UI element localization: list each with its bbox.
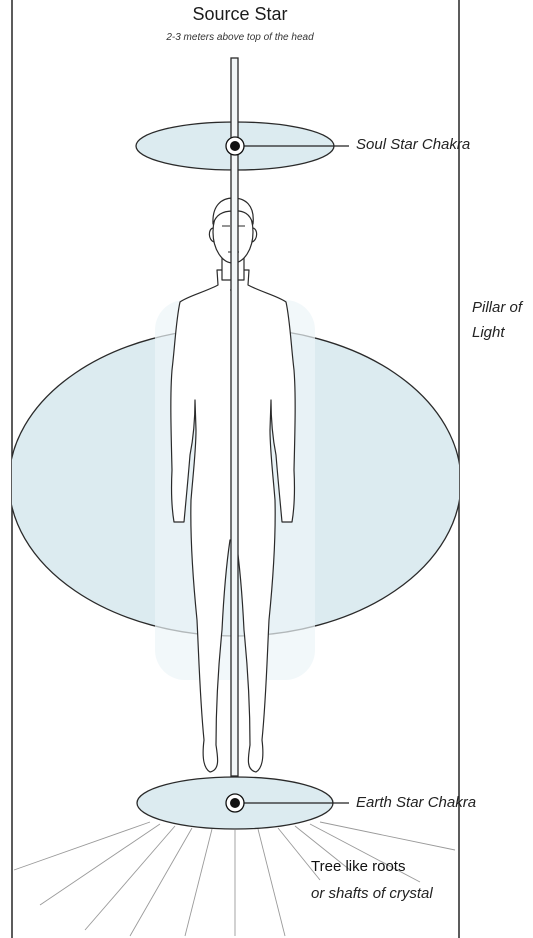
pillar-of-light-label: Pillar of Light [472,295,522,345]
pillar-label-line1: Pillar of [472,295,522,320]
source-star-title: Source Star [0,4,480,25]
soul-star-label: Soul Star Chakra [356,136,470,153]
central-light-column [231,58,238,776]
root-lines [14,822,455,936]
pillar-label-line2: Light [472,320,522,345]
crystal-label: or shafts of crystal [311,885,433,902]
soul-star-marker [226,137,244,155]
source-star-subtitle: 2-3 meters above top of the head [0,32,480,43]
earth-star-marker [226,794,244,812]
earth-star-label: Earth Star Chakra [356,794,476,811]
roots-label: Tree like roots [311,858,405,875]
